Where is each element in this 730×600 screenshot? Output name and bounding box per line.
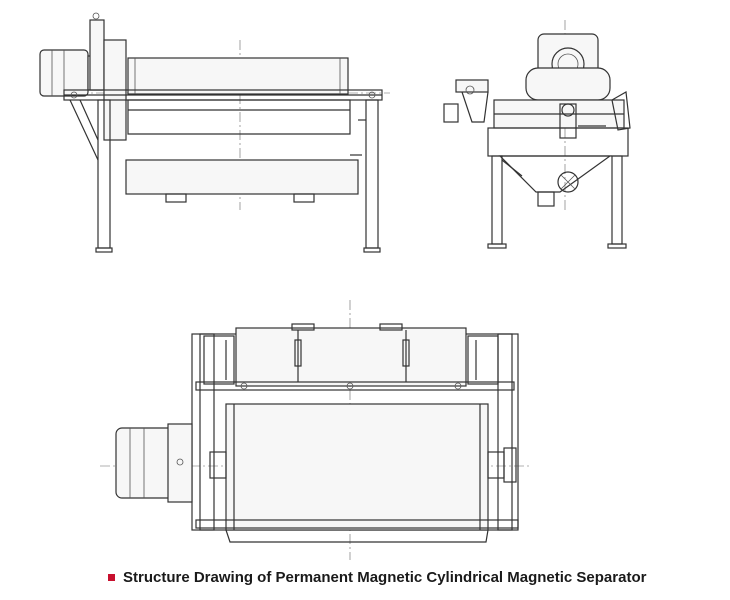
- end-view: [443, 20, 631, 249]
- caption-text: Structure Drawing of Permanent Magnetic …: [123, 568, 647, 586]
- side-view: [39, 12, 390, 253]
- top-view: [100, 300, 530, 560]
- gearbox: [89, 19, 105, 91]
- top-motor: [115, 427, 177, 499]
- tank-top: [235, 327, 467, 387]
- caption: Structure Drawing of Permanent Magnetic …: [108, 566, 646, 588]
- caption-bullet: [108, 573, 115, 581]
- drum: [127, 57, 349, 95]
- top-drum: [225, 403, 489, 531]
